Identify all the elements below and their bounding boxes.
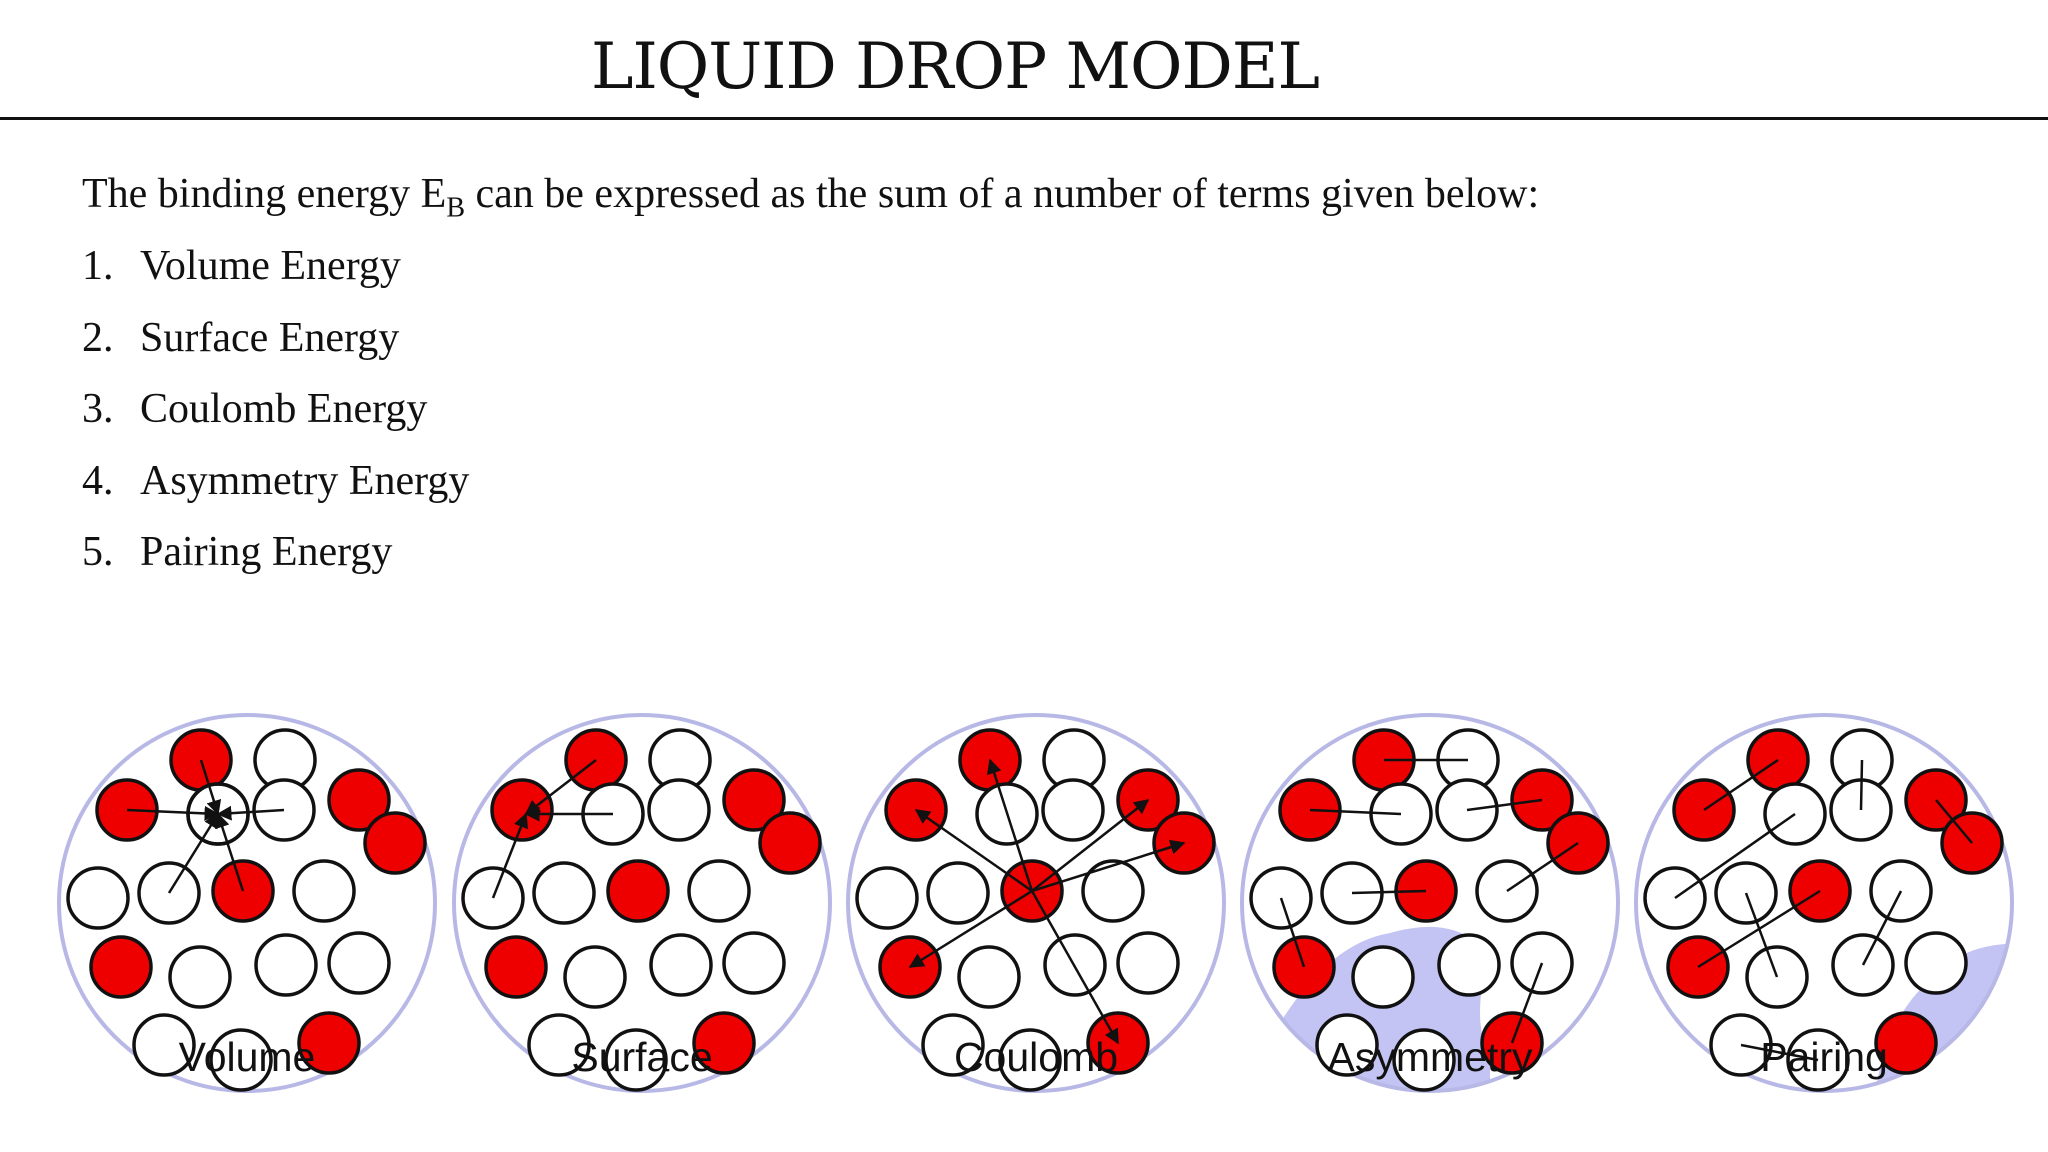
neutron bbox=[1041, 778, 1105, 842]
volume-force-arrow bbox=[215, 812, 245, 892]
neutron bbox=[209, 1028, 273, 1092]
surface-force-arrow bbox=[491, 812, 529, 899]
coulomb-force-arrow bbox=[1031, 799, 1150, 892]
neutron bbox=[855, 866, 919, 930]
volume-force-arrow bbox=[167, 812, 220, 894]
pairing-pair-line bbox=[1740, 1043, 1819, 1062]
asymmetry-pair-line bbox=[1351, 889, 1427, 895]
neutron bbox=[292, 859, 356, 923]
neutron bbox=[66, 866, 130, 930]
proton bbox=[606, 859, 670, 923]
neutron bbox=[604, 1028, 668, 1092]
intro-text: The binding energy EB can be expressed a… bbox=[82, 170, 1539, 224]
neutron bbox=[1081, 859, 1145, 923]
diagram-caption-surface: Surface bbox=[571, 1034, 712, 1080]
neutron bbox=[168, 945, 232, 1009]
proton bbox=[722, 768, 786, 832]
terms-list: 1. Volume Energy 2. Surface Energy 3. Coulo… bbox=[82, 242, 469, 600]
neutron bbox=[563, 945, 627, 1009]
diagram-caption-coulomb: Coulomb bbox=[954, 1034, 1118, 1080]
pairing-pair-line bbox=[1861, 890, 1903, 966]
pairing-pair-line bbox=[1935, 799, 1973, 844]
proton bbox=[484, 935, 548, 999]
list-number: 3. bbox=[82, 386, 114, 432]
slide-title: LIQUID DROP MODEL bbox=[590, 30, 1320, 104]
coulomb-force-arrow bbox=[1031, 839, 1186, 893]
coulomb-force-arrow bbox=[914, 808, 1033, 893]
neutron bbox=[1437, 933, 1501, 997]
list-number: 1. bbox=[82, 243, 114, 289]
central-nucleon bbox=[186, 782, 250, 846]
asymmetry-pair-line bbox=[1309, 808, 1402, 816]
asymmetry-pair-line bbox=[1279, 897, 1306, 968]
coulomb-force-arrow bbox=[1030, 890, 1120, 1045]
asymmetry-pair-line bbox=[1510, 962, 1544, 1044]
neutron bbox=[254, 933, 318, 997]
list-label: Pairing Energy bbox=[140, 529, 393, 575]
proton bbox=[327, 768, 391, 832]
diagram-caption-pairing: Pairing bbox=[1760, 1034, 1888, 1080]
list-label: Volume Energy bbox=[140, 243, 401, 289]
list-item: 3. Coulomb Energy bbox=[82, 385, 469, 457]
proton bbox=[692, 1011, 756, 1075]
neutron bbox=[687, 859, 751, 923]
diagram-caption-asymmetry: Asymmetry bbox=[1328, 1034, 1534, 1080]
volume-force-arrow bbox=[126, 805, 220, 821]
pairing-pair-line bbox=[1744, 892, 1779, 978]
asymmetry-pair-line bbox=[1466, 798, 1543, 812]
surface-force-arrow bbox=[524, 759, 597, 815]
neutron bbox=[1904, 931, 1968, 995]
list-item: 2. Surface Energy bbox=[82, 314, 469, 386]
proton bbox=[297, 1011, 361, 1075]
pairing-pair-line bbox=[1674, 812, 1796, 900]
liquid-drop-diagrams: Volume Surface Coulomb Asymmetry Pairing bbox=[57, 713, 2014, 1093]
neutron bbox=[1392, 1028, 1456, 1092]
neutron bbox=[1351, 945, 1415, 1009]
coulomb-force-arrow bbox=[986, 758, 1034, 892]
pairing-pair-line bbox=[1703, 758, 1779, 812]
neutron bbox=[1315, 1013, 1379, 1077]
pairing-pair-line bbox=[1859, 759, 1864, 811]
list-number: 4. bbox=[82, 457, 114, 504]
neutron bbox=[647, 778, 711, 842]
title-divider bbox=[0, 117, 2048, 120]
neutron bbox=[921, 1013, 985, 1077]
neutron bbox=[527, 1013, 591, 1077]
list-item: 1. Volume Energy bbox=[82, 242, 469, 314]
neutron bbox=[722, 931, 786, 995]
neutron bbox=[132, 1013, 196, 1077]
list-number: 2. bbox=[82, 314, 114, 361]
neutron bbox=[926, 861, 990, 925]
neutron bbox=[327, 931, 391, 995]
neutron bbox=[532, 861, 596, 925]
intro-prefix: The binding energy E bbox=[82, 171, 447, 217]
list-number: 5. bbox=[82, 529, 114, 575]
list-item: 5. Pairing Energy bbox=[82, 528, 469, 600]
intro-suffix: can be expressed as the sum of a number … bbox=[465, 171, 1540, 217]
neutron bbox=[998, 1028, 1062, 1092]
neutron bbox=[649, 933, 713, 997]
volume-force-arrow bbox=[199, 759, 222, 816]
neutron bbox=[957, 945, 1021, 1009]
proton bbox=[490, 778, 554, 842]
proton bbox=[1874, 1011, 1938, 1075]
coulomb-force-arrow bbox=[908, 889, 1033, 969]
proton bbox=[89, 935, 153, 999]
neutron bbox=[1116, 931, 1180, 995]
list-label: Surface Energy bbox=[140, 314, 400, 361]
proton bbox=[363, 811, 427, 875]
list-item: 4. Asymmetry Energy bbox=[82, 457, 469, 529]
list-label: Coulomb Energy bbox=[140, 386, 428, 432]
intro-subscript: B bbox=[446, 192, 465, 224]
asymmetry-pair-line bbox=[1506, 841, 1579, 893]
diagram-caption-volume: Volume bbox=[179, 1034, 316, 1080]
list-label: Asymmetry Energy bbox=[140, 457, 470, 504]
proton bbox=[758, 811, 822, 875]
